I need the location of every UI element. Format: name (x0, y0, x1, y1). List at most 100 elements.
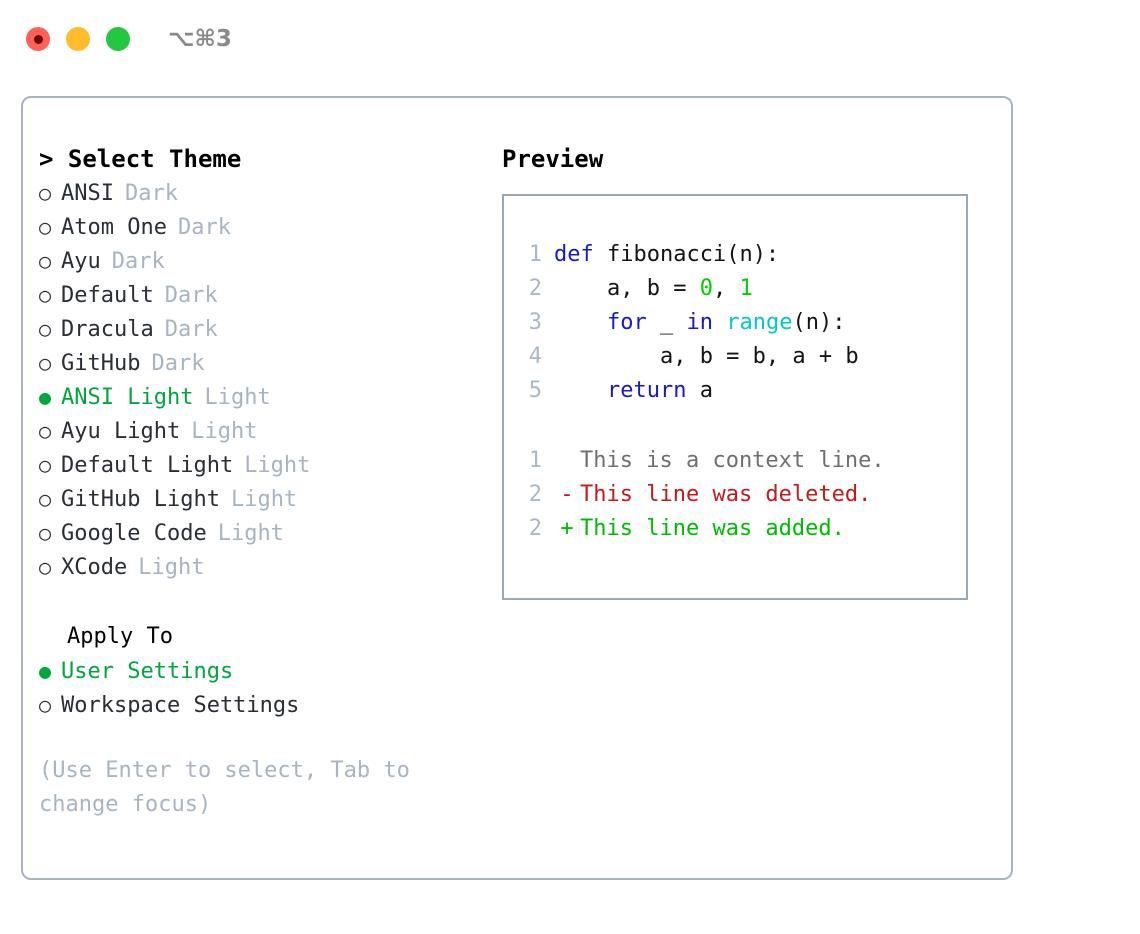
diff-sign: + (560, 516, 574, 541)
radio-unselected-icon: ○ (39, 351, 52, 375)
theme-option-label: ANSI Light (61, 385, 194, 410)
code-token-plain: _ (646, 310, 687, 335)
diff-sign: - (560, 482, 574, 507)
select-theme-title-text: Select Theme (67, 145, 242, 173)
theme-option-badge: Dark (151, 351, 205, 376)
theme-option-default[interactable]: ○ Default Dark (39, 278, 499, 312)
theme-option-badge: Dark (111, 249, 165, 274)
code-token-fn: range (726, 310, 793, 335)
code-token-kw: for (606, 310, 647, 335)
line-number: 4 (528, 344, 542, 369)
apply-to-list: ● User Settings ○ Workspace Settings (39, 654, 499, 722)
diff-line-text: This is a context line. (580, 448, 885, 473)
apply-to-group: Apply To ● User Settings ○ Workspace Settin… (39, 620, 499, 722)
radio-unselected-icon: ○ (39, 181, 52, 205)
apply-to-option-label: User Settings (61, 659, 234, 684)
close-button[interactable] (26, 27, 50, 51)
select-theme-title: > Select Theme (39, 142, 499, 176)
theme-option-badge: Light (230, 487, 298, 512)
window-titlebar: ⌥⌘3 (0, 0, 1140, 78)
diff-line-del: 2-This line was deleted. (516, 478, 960, 512)
code-line-text: a, b = 0, 1 (554, 272, 753, 306)
theme-option-badge: Dark (164, 283, 218, 308)
line-number: 2 (528, 482, 542, 507)
code-line-text: a, b = b, a + b (554, 340, 859, 374)
code-token-plain (713, 310, 726, 335)
line-number: 1 (528, 448, 542, 473)
apply-to-option-user-settings[interactable]: ● User Settings (39, 654, 499, 688)
radio-unselected-icon: ○ (39, 693, 52, 717)
diff-sample: 1 This is a context line.2-This line was… (516, 444, 960, 546)
code-line: 2 a, b = 0, 1 (516, 272, 960, 306)
radio-selected-icon: ● (39, 659, 52, 683)
theme-option-label: ANSI (61, 181, 114, 206)
radio-unselected-icon: ○ (39, 453, 52, 477)
radio-unselected-icon: ○ (39, 317, 52, 341)
theme-option-label: XCode (61, 555, 128, 580)
keyboard-hint-text: (Use Enter to select, Tab to change focu… (39, 758, 424, 817)
code-line-text: return a (554, 374, 713, 408)
recording-indicator-dot (33, 34, 43, 44)
code-line: 1 def fibonacci(n): (516, 238, 960, 272)
diff-line-context: 1 This is a context line. (516, 444, 960, 478)
apply-to-option-workspace-settings[interactable]: ○ Workspace Settings (39, 688, 499, 722)
theme-option-badge: Light (191, 419, 258, 444)
theme-option-github-light[interactable]: ○ GitHub Light Light (39, 482, 499, 516)
theme-option-label: Google Code (61, 521, 207, 546)
code-token-plain: a, b = (554, 276, 700, 301)
diff-line-text: This line was deleted. (580, 482, 872, 507)
theme-option-github[interactable]: ○ GitHub Dark (39, 346, 499, 380)
theme-option-label: Default (61, 283, 154, 308)
theme-option-ansi[interactable]: ○ ANSI Dark (39, 176, 499, 210)
radio-selected-icon: ● (39, 385, 52, 409)
code-token-plain: a (686, 378, 713, 403)
code-token-kw: return (606, 378, 687, 403)
theme-option-label: Dracula (61, 317, 154, 342)
code-line: 4 a, b = b, a + b (516, 340, 960, 374)
code-line: 5 return a (516, 374, 960, 408)
theme-option-label: GitHub Light (61, 487, 220, 512)
line-number: 3 (528, 310, 542, 335)
apply-to-option-label: Workspace Settings (61, 693, 300, 718)
maximize-button[interactable] (106, 27, 130, 51)
theme-option-badge: Dark (177, 215, 231, 240)
theme-option-badge: Light (204, 385, 271, 410)
code-line: 3 for _ in range(n): (516, 306, 960, 340)
diff-line-text: This line was added. (580, 516, 845, 541)
code-token-kw: in (686, 310, 713, 335)
theme-option-badge: Light (244, 453, 311, 478)
radio-unselected-icon: ○ (39, 487, 52, 511)
code-line-text: def fibonacci(n): (554, 238, 779, 272)
code-line-text: for _ in range(n): (554, 306, 845, 340)
code-token-num: 1 (739, 276, 753, 301)
traffic-light-group (26, 27, 130, 51)
line-number: 1 (528, 242, 542, 267)
radio-unselected-icon: ○ (39, 283, 52, 307)
line-number: 2 (528, 276, 542, 301)
code-token-plain: a, b = b, a + b (554, 344, 859, 369)
diff-line-add: 2 +This line was added. (516, 512, 960, 546)
line-number: 2 (528, 516, 542, 541)
theme-option-ansi-light[interactable]: ● ANSI Light Light (39, 380, 499, 414)
window-shortcut-label: ⌥⌘3 (168, 26, 232, 52)
radio-unselected-icon: ○ (39, 419, 52, 443)
apply-to-heading: Apply To (67, 624, 173, 649)
theme-option-label: Atom One (61, 215, 167, 240)
theme-option-label: GitHub (61, 351, 141, 376)
minimize-button[interactable] (66, 27, 90, 51)
theme-option-badge: Dark (124, 181, 178, 206)
